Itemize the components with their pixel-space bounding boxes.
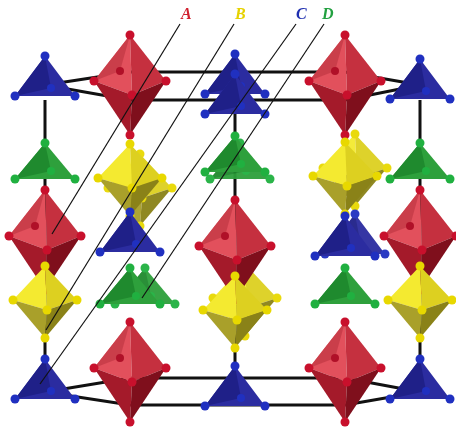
polyhedron-label: A (181, 6, 192, 22)
polyhedron-label: C (296, 6, 307, 22)
leader-lines (40, 24, 324, 384)
polyhedron-label: D (322, 6, 334, 22)
polyhedron-label: B (235, 6, 246, 22)
